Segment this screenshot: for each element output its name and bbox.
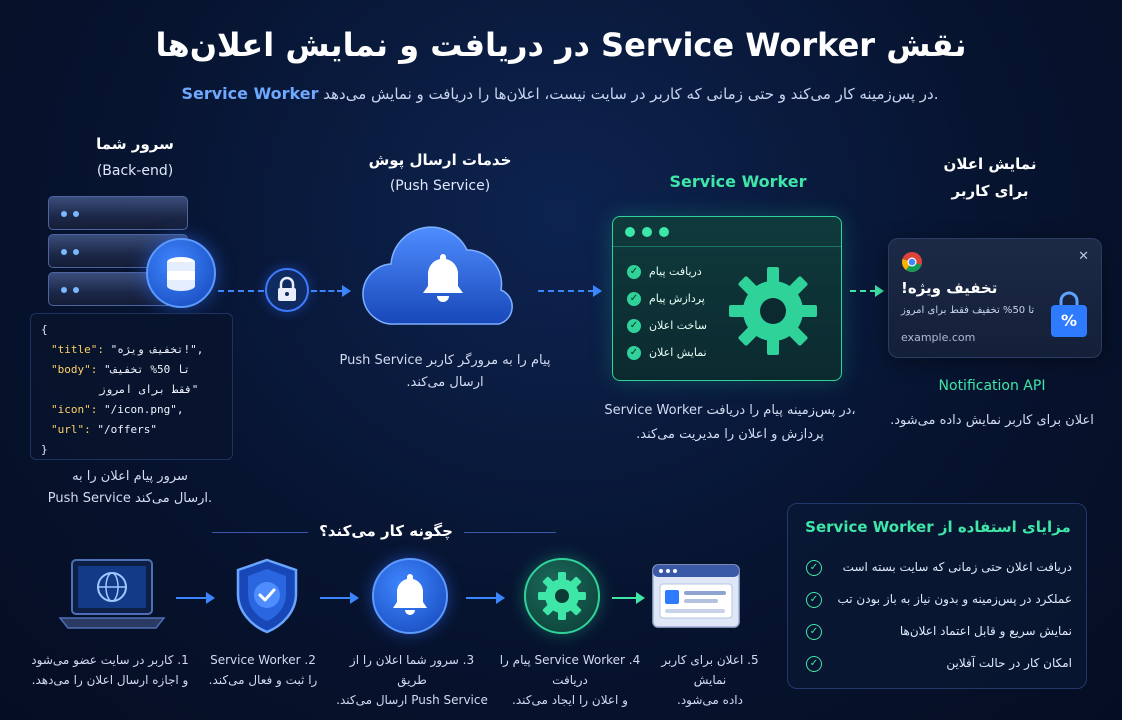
arrow-push-to-sw (538, 290, 594, 292)
bell-icon (372, 558, 448, 634)
shield-check-icon (232, 556, 302, 636)
bell-icon (416, 248, 470, 308)
code-value: "/icon.png", (103, 403, 184, 416)
notification-card-domain: example.com (901, 331, 976, 344)
code-key: "icon": (51, 403, 104, 416)
gear-icon (524, 558, 600, 634)
notification-api-label: Notification API (938, 378, 1046, 394)
notification-card-body: تا 50% تخفیف فقط برای امروز (901, 305, 1035, 316)
code-value: "/offers" (97, 423, 157, 436)
sw-checklist-label: ساخت اعلان (649, 319, 707, 332)
sw-checklist-label: نمایش اعلان (649, 346, 707, 359)
benefit-item: دریافت اعلان حتی زمانی که سایت بسته است (842, 560, 1072, 574)
code-close-brace: } (41, 443, 48, 456)
notification-title-1: نمایش اعلان (943, 155, 1037, 173)
laptop-globe-icon (58, 558, 166, 634)
sw-desc-2: پردازش و اعلان را مدیریت می‌کند. (636, 427, 824, 442)
arrow-server-to-lock (218, 290, 264, 292)
arrow-lock-to-push (311, 290, 343, 292)
arrow-sw-to-notification (850, 290, 876, 292)
code-line: "title": "تخفیف ویژه!", (41, 340, 222, 360)
close-icon[interactable]: ✕ (1078, 249, 1089, 264)
sw-desc-1: Service Worker در پس‌زمینه پیام را دریاف… (604, 403, 856, 418)
benefit-item: نمایش سریع و قابل اعتماد اعلان‌ها (899, 624, 1072, 638)
push-service-title: خدمات ارسال پوش (368, 151, 512, 169)
code-key: "body": (51, 363, 104, 376)
notification-card-title: تخفیف ویژه! (901, 279, 998, 297)
benefit-item: عملکرد در پس‌زمینه و بدون نیاز به باز بو… (837, 592, 1072, 606)
code-value: "تا 50% تخفیف (103, 363, 191, 376)
server-title: سرور شما (96, 135, 174, 153)
check-icon: ✓ (806, 592, 822, 608)
benefits-title: مزایای استفاده از Service Worker (805, 518, 1071, 536)
code-value: "تخفیف ویژه!", (110, 343, 204, 356)
browser-window-icon (652, 564, 740, 628)
service-worker-title: Service Worker (669, 172, 807, 191)
divider-right (464, 532, 556, 533)
notification-title-2: برای کاربر (951, 182, 1029, 200)
code-line: "icon": "/icon.png", (41, 400, 222, 420)
subtitle-text: در پس‌زمینه کار می‌کند و حتی زمانی که کا… (323, 85, 939, 103)
lock-icon (265, 268, 309, 312)
check-icon: ✓ (627, 346, 641, 360)
check-icon: ✓ (806, 624, 822, 640)
check-icon: ✓ (806, 656, 822, 672)
push-desc-2: ارسال می‌کند. (406, 375, 484, 390)
step-arrow-3 (466, 592, 506, 604)
check-icon: ✓ (627, 265, 641, 279)
service-worker-window: ✓ دریافت پیام ✓ پردازش پیام ✓ ساخت اعلان ✓ نمای… (612, 216, 842, 381)
arrowhead (593, 285, 602, 297)
push-service-subtitle: (Push Service) (389, 178, 491, 194)
push-desc-1: Push Service پیام را به مرورگر کاربر (339, 353, 551, 368)
code-key: "title": (51, 343, 111, 356)
code-value: فقط برای امروز" (99, 383, 199, 396)
server-desc-1: سرور پیام اعلان را به (72, 469, 188, 484)
page-title: نقش Service Worker در دریافت و نمایش اعل… (155, 26, 967, 64)
notification-card[interactable]: ✕ تخفیف ویژه! تا 50% تخفیف فقط برای امرو… (888, 238, 1102, 358)
check-icon: ✓ (806, 560, 822, 576)
code-open-brace: { (41, 323, 48, 336)
percent-badge: % (1060, 311, 1078, 330)
chrome-icon (901, 251, 923, 273)
sw-checklist-label: پردازش پیام (649, 292, 705, 305)
step-arrow-2 (320, 592, 360, 604)
arrowhead (875, 285, 884, 297)
step-arrow-1 (176, 592, 216, 604)
code-line: فقط برای امروز" (41, 380, 222, 400)
benefit-item: امکان کار در حالت آفلاین (946, 656, 1072, 670)
server-subtitle: (Back-end) (96, 163, 174, 179)
arrowhead (342, 285, 351, 297)
subtitle-highlight: Service Worker (181, 84, 319, 103)
check-icon: ✓ (627, 292, 641, 306)
database-icon (146, 238, 216, 308)
code-line: "url": "/offers" (41, 420, 222, 440)
code-key: "url": (51, 423, 98, 436)
check-icon: ✓ (627, 319, 641, 333)
divider-left (212, 532, 308, 533)
payload-code-block: { "title": "تخفیف ویژه!","body": "تا 50%… (30, 313, 233, 460)
how-title: چگونه کار می‌کند؟ (319, 522, 453, 540)
sw-checklist-label: دریافت پیام (649, 265, 702, 278)
code-line: "body": "تا 50% تخفیف (41, 360, 222, 380)
notification-desc: اعلان برای کاربر نمایش داده می‌شود. (890, 413, 1094, 428)
page-subtitle: Service Worker در پس‌زمینه کار می‌کند و … (60, 84, 1060, 103)
benefits-panel: مزایای استفاده از Service Worker ✓ دریافت… (787, 503, 1087, 689)
server-desc-2: Push Service ارسال می‌کند. (47, 491, 213, 506)
shopping-bag-icon: % (1047, 289, 1091, 339)
step-arrow-4 (612, 592, 646, 604)
gear-icon (725, 263, 821, 359)
